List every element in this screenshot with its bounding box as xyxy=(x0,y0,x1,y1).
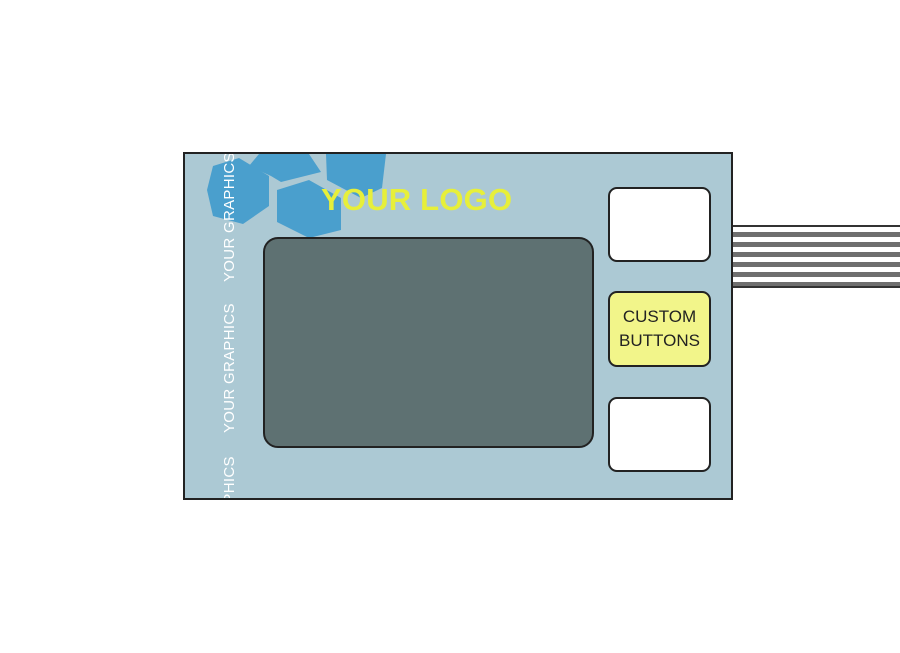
side-graphics-label: YOUR GRAPHICS xyxy=(221,152,238,282)
hexagon-shape xyxy=(249,154,321,182)
bottom-button[interactable] xyxy=(608,397,711,472)
hexagon-shape xyxy=(207,158,269,224)
display-screen xyxy=(263,237,594,448)
custom-button-label-line2: BUTTONS xyxy=(619,331,700,350)
custom-button-label: CUSTOM BUTTONS xyxy=(610,305,709,353)
hexagon-graphic xyxy=(207,154,386,238)
membrane-keypad-panel: YOUR GRAPHICS YOUR GRAPHICS YOUR GRAPHIC… xyxy=(183,152,733,500)
ribbon-cable-connector xyxy=(730,225,900,288)
custom-button-label-line1: CUSTOM xyxy=(622,307,697,326)
custom-button[interactable]: CUSTOM BUTTONS xyxy=(608,291,711,367)
logo-text: YOUR LOGO xyxy=(321,182,513,217)
hexagon-shape xyxy=(326,154,386,198)
hexagon-shape xyxy=(277,180,341,238)
top-button[interactable] xyxy=(608,187,711,262)
side-graphics-label: YOUR GRAPHICS xyxy=(221,303,238,433)
side-graphics-label: YOUR GRAPHICS xyxy=(221,456,238,498)
